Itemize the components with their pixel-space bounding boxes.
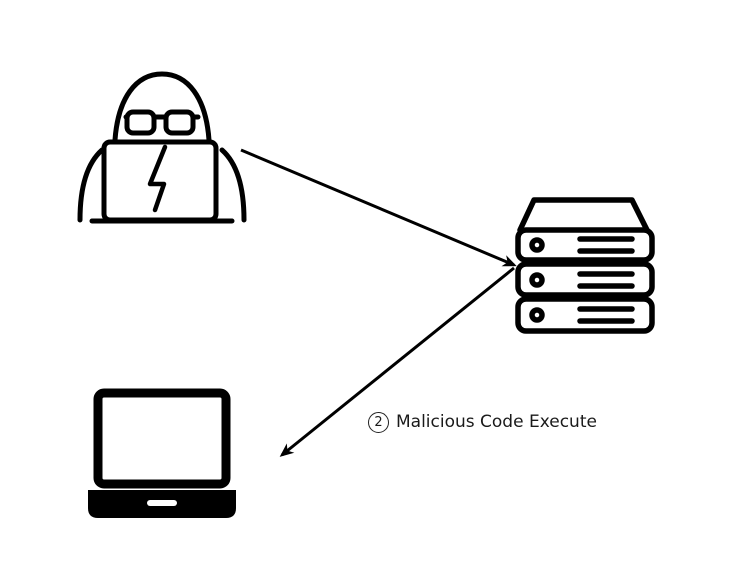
- step-label: 2 Malicious Code Execute: [368, 409, 597, 435]
- step-number-badge: 2: [368, 411, 389, 433]
- hacker-icon: [77, 71, 247, 224]
- arrow-server-to-laptop: [279, 266, 515, 457]
- arrow-hacker-to-server: [240, 148, 517, 267]
- server-icon: [515, 197, 655, 334]
- step-label-text: Malicious Code Execute: [396, 412, 597, 432]
- laptop-icon: [88, 388, 236, 518]
